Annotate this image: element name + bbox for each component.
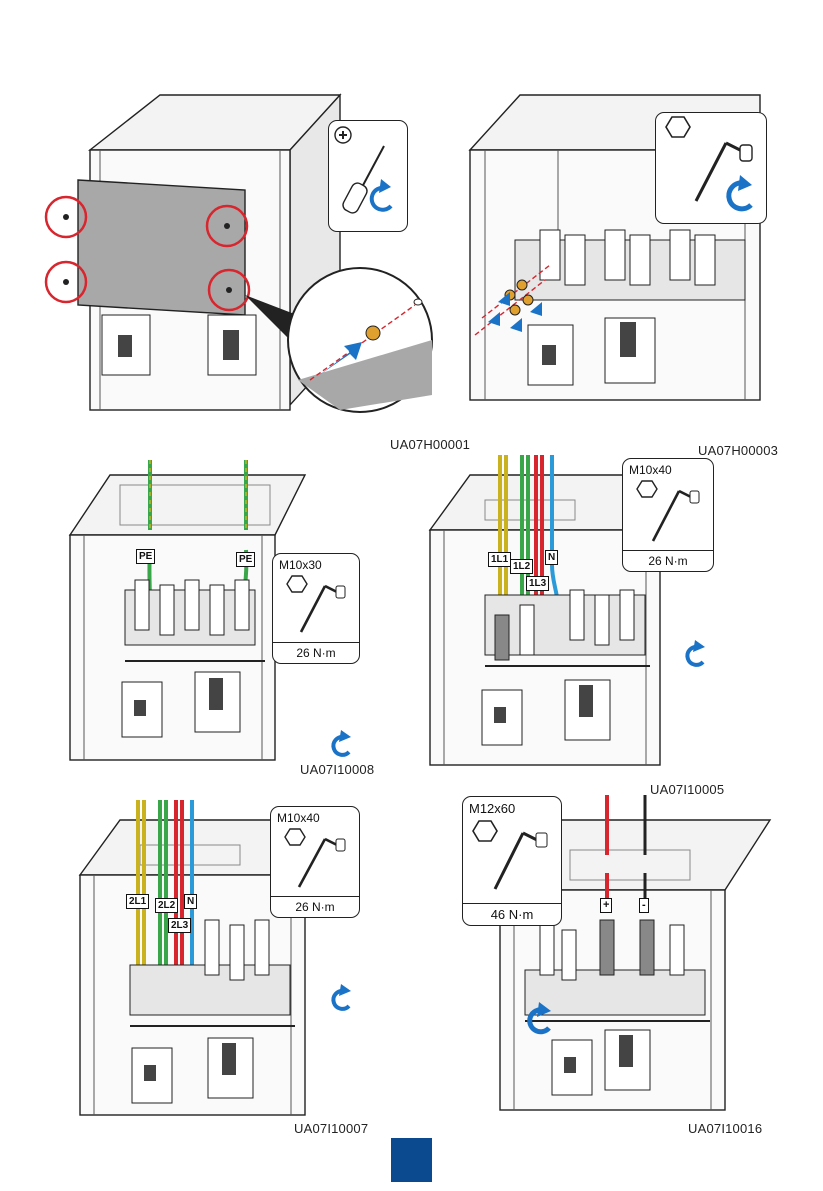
cable-label-pe: PE bbox=[236, 552, 255, 567]
cable-label-2l2: 2L2 bbox=[155, 898, 178, 913]
tool-box-wrench: M12x60 46 N·m bbox=[462, 796, 562, 926]
torque-value: 26 N·m bbox=[271, 896, 359, 914]
cable-label-n: N bbox=[184, 894, 197, 909]
bolt-size: M10x40 bbox=[277, 811, 320, 825]
cable-label-pe: PE bbox=[136, 549, 155, 564]
rotate-clockwise-arrow-icon bbox=[463, 932, 563, 1062]
rotate-clockwise-arrow-icon bbox=[271, 924, 361, 1036]
cable-label-2l1: 2L1 bbox=[126, 894, 149, 909]
torque-value: 26 N·m bbox=[273, 642, 359, 660]
rotate-clockwise-arrow-icon bbox=[329, 121, 409, 233]
tool-box-screwdriver bbox=[328, 120, 408, 232]
figure-remove-cover bbox=[40, 90, 440, 435]
cable-label-2l3: 2L3 bbox=[168, 918, 191, 933]
torque-value: 46 N·m bbox=[463, 903, 561, 922]
figure-remove-bars bbox=[470, 90, 790, 435]
tool-box-wrench bbox=[655, 112, 767, 224]
cable-label-negative: - bbox=[639, 898, 649, 913]
torque-value: 26 N·m bbox=[623, 550, 713, 568]
page-number-badge bbox=[391, 1138, 432, 1182]
rotate-clockwise-arrow-icon bbox=[656, 113, 768, 225]
figure-code: UA07I10016 bbox=[688, 1121, 762, 1136]
figure-code: UA07H00003 bbox=[698, 443, 778, 458]
tool-box-wrench: M10x30 26 N·m bbox=[272, 553, 360, 664]
bolt-size: M10x30 bbox=[279, 558, 322, 572]
figure-code: UA07H00001 bbox=[390, 437, 470, 452]
figure-code: UA07I10008 bbox=[300, 762, 374, 777]
tool-box-wrench: M10x40 26 N·m bbox=[622, 458, 714, 572]
tool-box-wrench: M10x40 26 N·m bbox=[270, 806, 360, 918]
figure-code: UA07I10007 bbox=[294, 1121, 368, 1136]
cable-label-1l3: 1L3 bbox=[526, 576, 549, 591]
cable-label-n: N bbox=[545, 550, 558, 565]
cable-label-1l2: 1L2 bbox=[510, 559, 533, 574]
rotate-clockwise-arrow-icon bbox=[623, 578, 715, 692]
cable-label-positive: + bbox=[600, 898, 612, 913]
cable-label-1l1: 1L1 bbox=[488, 552, 511, 567]
bolt-size: M10x40 bbox=[629, 463, 672, 477]
bolt-size: M12x60 bbox=[469, 801, 515, 816]
